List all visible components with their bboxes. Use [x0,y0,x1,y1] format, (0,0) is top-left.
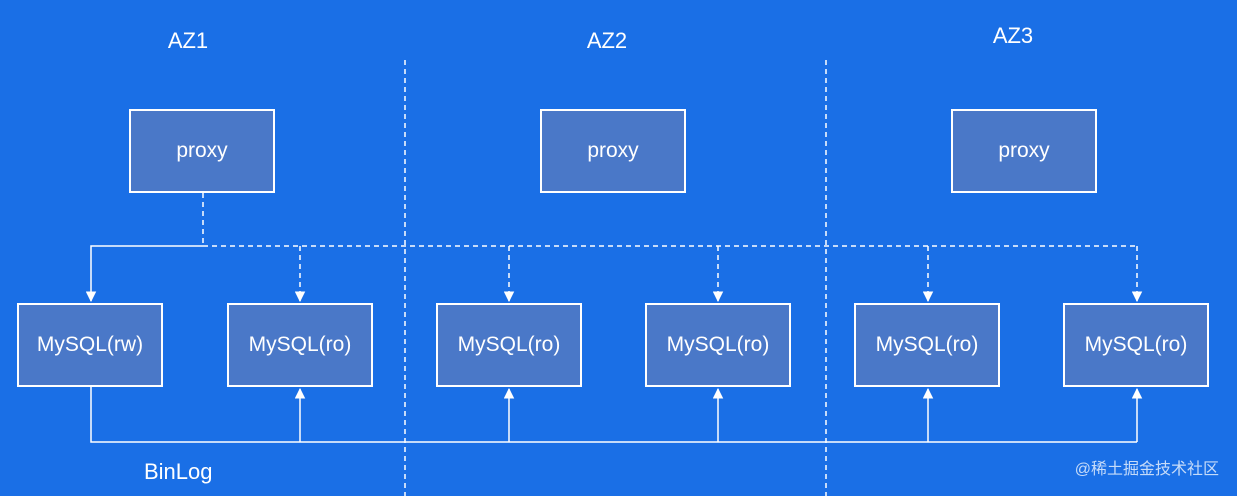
mysql-ro-node-1: MySQL(ro) [227,303,373,387]
az1-label: AZ1 [167,28,209,53]
mysql-ro-node-3: MySQL(ro) [645,303,791,387]
mysql-ro-node-2: MySQL(ro) [436,303,582,387]
proxy-box-az3: proxy [951,109,1097,193]
binlog-label: BinLog [144,459,213,484]
proxy-box-az2: proxy [540,109,686,193]
binlog-bus-line [90,387,1137,443]
mysql-rw-node: MySQL(rw) [17,303,163,387]
rw-write-arrow [85,245,203,303]
watermark-text: @稀土掘金技术社区 [1074,461,1219,478]
mysql-ro-node-4: MySQL(ro) [854,303,1000,387]
mysql-ro-node-5: MySQL(ro) [1063,303,1209,387]
proxy-box-az1: proxy [129,109,275,193]
az3-label: AZ3 [992,23,1034,48]
az2-label: AZ2 [586,28,628,53]
